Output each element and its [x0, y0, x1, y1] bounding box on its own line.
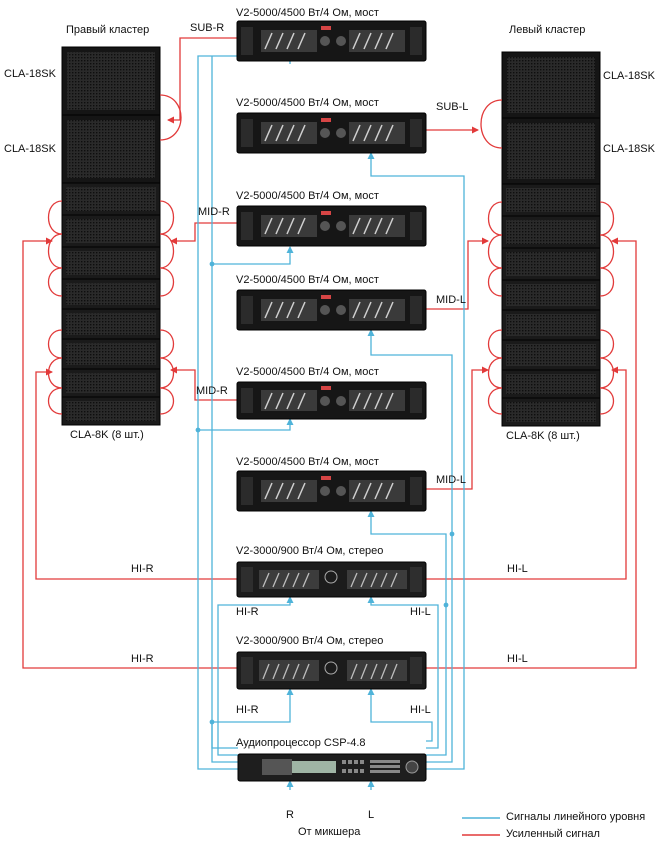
amplifier-6 — [236, 470, 427, 512]
processor-title: Аудиопроцессор CSP-4.8 — [236, 737, 366, 749]
legend-line-level-label: Сигналы линейного уровня — [506, 811, 646, 823]
amplified-signal-runs — [22, 37, 637, 669]
mid-l-label-2: MID-L — [436, 474, 466, 486]
hi-r-output-label-1: HI-R — [131, 563, 154, 575]
line-array-right — [61, 182, 161, 426]
hi-l-output-label-2: HI-L — [507, 653, 528, 665]
amplifier-4-title: V2-5000/4500 Вт/4 Ом, мост — [236, 274, 379, 286]
sub-l-label: SUB-L — [436, 101, 469, 113]
hi-l-input-label-1: HI-L — [410, 606, 431, 618]
amplifier-3-title: V2-5000/4500 Вт/4 Ом, мост — [236, 190, 379, 202]
subwoofer-cabinet-left-top — [501, 51, 601, 119]
left-sub-top-label: CLA-18SK — [603, 70, 655, 82]
amplifier-6-title: V2-5000/4500 Вт/4 Ом, мост — [236, 456, 379, 468]
input-l-label: L — [368, 809, 375, 821]
right-line-array-label: CLA-8K (8 шт.) — [70, 429, 144, 441]
left-cluster-title: Левый кластер — [509, 24, 586, 36]
subwoofer-cabinet-right-bottom — [61, 114, 161, 184]
legend-amplified-label: Усиленный сигнал — [506, 828, 600, 840]
amplifier-5 — [236, 381, 427, 420]
hi-l-input-label-2: HI-L — [410, 704, 431, 716]
amplifier-3 — [236, 205, 427, 247]
amplifier-1 — [236, 20, 427, 62]
speaker-links-left — [480, 99, 615, 415]
amplifier-1-title: V2-5000/4500 Вт/4 Ом, мост — [236, 7, 379, 19]
subwoofer-cabinet-left-bottom — [501, 117, 601, 185]
amplifier-7-title: V2-3000/900 Вт/4 Ом, стерео — [236, 545, 384, 557]
amplifier-8-title: V2-3000/900 Вт/4 Ом, стерео — [236, 635, 384, 647]
mid-r-label-2: MID-R — [196, 385, 228, 397]
mid-l-label-1: MID-L — [436, 294, 466, 306]
amplifier-7 — [236, 561, 427, 598]
hi-l-output-label-1: HI-L — [507, 563, 528, 575]
left-cluster — [501, 51, 601, 427]
amplifier-8 — [236, 651, 427, 690]
right-cluster-title: Правый кластер — [66, 24, 150, 36]
left-line-array-label: CLA-8K (8 шт.) — [506, 430, 580, 442]
audio-processor-device — [237, 753, 427, 782]
amplifier-5-title: V2-5000/4500 Вт/4 Ом, мост — [236, 366, 379, 378]
mid-r-label-1: MID-R — [198, 206, 230, 218]
right-cluster — [61, 46, 161, 426]
right-sub-top-label: CLA-18SK — [4, 68, 56, 80]
hi-r-input-label-2: HI-R — [236, 704, 259, 716]
amplifier-4 — [236, 289, 427, 331]
hi-r-output-label-2: HI-R — [131, 653, 154, 665]
right-sub-bottom-label: CLA-18SK — [4, 143, 56, 155]
amplifier-2-title: V2-5000/4500 Вт/4 Ом, мост — [236, 97, 379, 109]
line-array-left — [501, 183, 601, 427]
subwoofer-cabinet-right-top — [61, 46, 161, 116]
mixer-source-label: От микшера — [298, 826, 361, 838]
left-sub-bottom-label: CLA-18SK — [603, 143, 655, 155]
sub-r-label: SUB-R — [190, 22, 225, 34]
hi-r-input-label-1: HI-R — [236, 606, 259, 618]
junction-dots — [195, 261, 455, 725]
amplifier-2 — [236, 112, 427, 154]
input-r-label: R — [286, 809, 294, 821]
